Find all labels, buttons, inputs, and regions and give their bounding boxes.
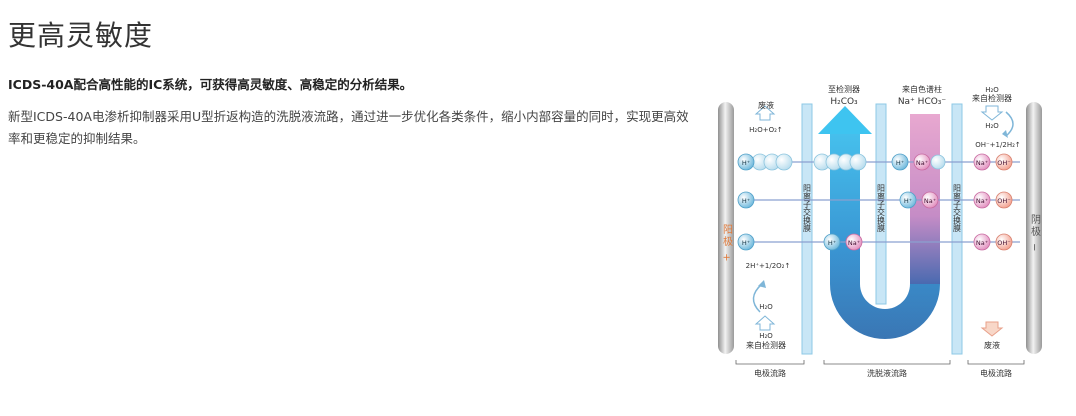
right-down-arrow-icon [980,321,1004,337]
bracket-electrode-right [967,360,1025,365]
ion-h-r2-mid-label: H⁺ [904,197,912,205]
anode-reaction: 2H⁺+1/2O₂↑ [746,262,791,270]
page-subtitle: ICDS-40A配合高性能的IC系统，可获得高灵敏度、高稳定的分析结果。 [8,77,413,92]
electrode-flow-right-label: 电极流路 [980,368,1012,378]
ion-oh-r2-label: OH⁻ [997,197,1010,205]
waste-top: 废液 [758,100,774,110]
bottom-up-arrow-icon [754,315,776,331]
ion-h-r1-left-label: H⁺ [742,159,750,167]
membrane-middle [875,103,887,305]
ion-na-r2-right [973,191,991,209]
cathode-reaction: OH⁻+1/2H₂↑ [975,141,1021,149]
ion-h-r1-mid-label: H⁺ [896,159,904,167]
membrane-middle-label: 阳离子交换膜 [877,184,886,233]
up-arrow-icon [754,105,776,121]
from-column-formula: Na⁺ HCO₃⁻ [898,97,947,107]
ion-na-r2-mid [921,191,939,209]
ion-oh-r3-label: OH⁻ [997,239,1010,247]
ion-oh-r1 [995,153,1013,171]
ion-h-r1-left [737,153,755,171]
anode-label: 阳极 + [721,224,733,264]
waste-bottom: 废液 [984,340,1000,350]
curve-arrow-icon [1005,111,1014,137]
ion-oh-r2 [995,191,1013,209]
ion-h-r3-mid-label: H⁺ [828,239,836,247]
anode-electrode [718,102,734,354]
bracket-electrode-left [735,360,805,365]
flow-up-arrow [818,106,872,134]
cathode-label: 阴极 − [1029,214,1041,254]
curve-arrow-head-icon [1002,130,1008,138]
ion-h-r3-left [737,233,755,251]
ion-h-r3-left-label: H⁺ [742,239,750,247]
h2o-right: H₂O [985,122,999,130]
bubble-row [751,153,946,171]
gas-top: H₂O+O₂↑ [749,126,783,134]
ion-oh-r3 [995,233,1013,251]
to-detector-formula: H₂CO₃ [830,97,858,107]
ion-na-r1-mid-label: Na⁺ [916,159,928,167]
membrane-right [951,103,963,355]
eluent-flow-label: 洗脱液流路 [867,368,907,378]
suppressor-diagram: 阳极 + 阴极 − 阳离子交换膜 阳离子交换膜 阳离子交换膜 至检测器 H₂CO… [710,84,1070,384]
h2o-bottom: H₂O [759,332,773,340]
ion-h-r2-left [737,191,755,209]
ion-na-r3-mid [845,233,863,251]
from-detector-top: 来自检测器 [972,93,1012,103]
to-detector-label: 至检测器 [828,84,860,94]
ion-na-r3-mid-label: Na⁺ [848,239,860,247]
bracket-eluent [823,360,951,365]
h2o-left: H₂O [759,303,773,311]
membrane-right-label: 阳离子交换膜 [953,184,962,233]
cathode-electrode [1026,102,1042,354]
page-description: 新型ICDS-40A电渗析抑制器采用U型折返构造的洗脱液流路，通过进一步优化各类… [8,109,689,146]
h2o-top: H₂O [985,86,999,94]
electrode-flow-left-label: 电极流路 [754,368,786,378]
ion-h-r2-left-label: H⁺ [742,197,750,205]
page-title: 更高灵敏度 [8,19,154,52]
ion-na-r3-right-label: Na⁺ [976,239,988,247]
membrane-left [801,103,813,355]
ion-h-r2-mid [899,191,917,209]
ion-oh-r1-label: OH⁻ [997,159,1010,167]
ion-na-r3-right [973,233,991,251]
ion-na-r1-mid [913,153,931,171]
ion-h-r1-mid [891,153,909,171]
from-column-label: 来自色谱柱 [902,84,942,94]
ion-h-r3-mid [823,233,841,251]
ion-na-r2-mid-label: Na⁺ [924,197,936,205]
ion-na-r2-right-label: Na⁺ [976,197,988,205]
ion-na-r1-right-label: Na⁺ [976,159,988,167]
left-curve-arrow-head-icon [758,280,766,288]
ion-na-r1-right [973,153,991,171]
from-detector-bottom: 来自检测器 [746,340,786,350]
membrane-left-label: 阳离子交换膜 [803,184,812,233]
down-arrow-icon [980,105,1004,121]
